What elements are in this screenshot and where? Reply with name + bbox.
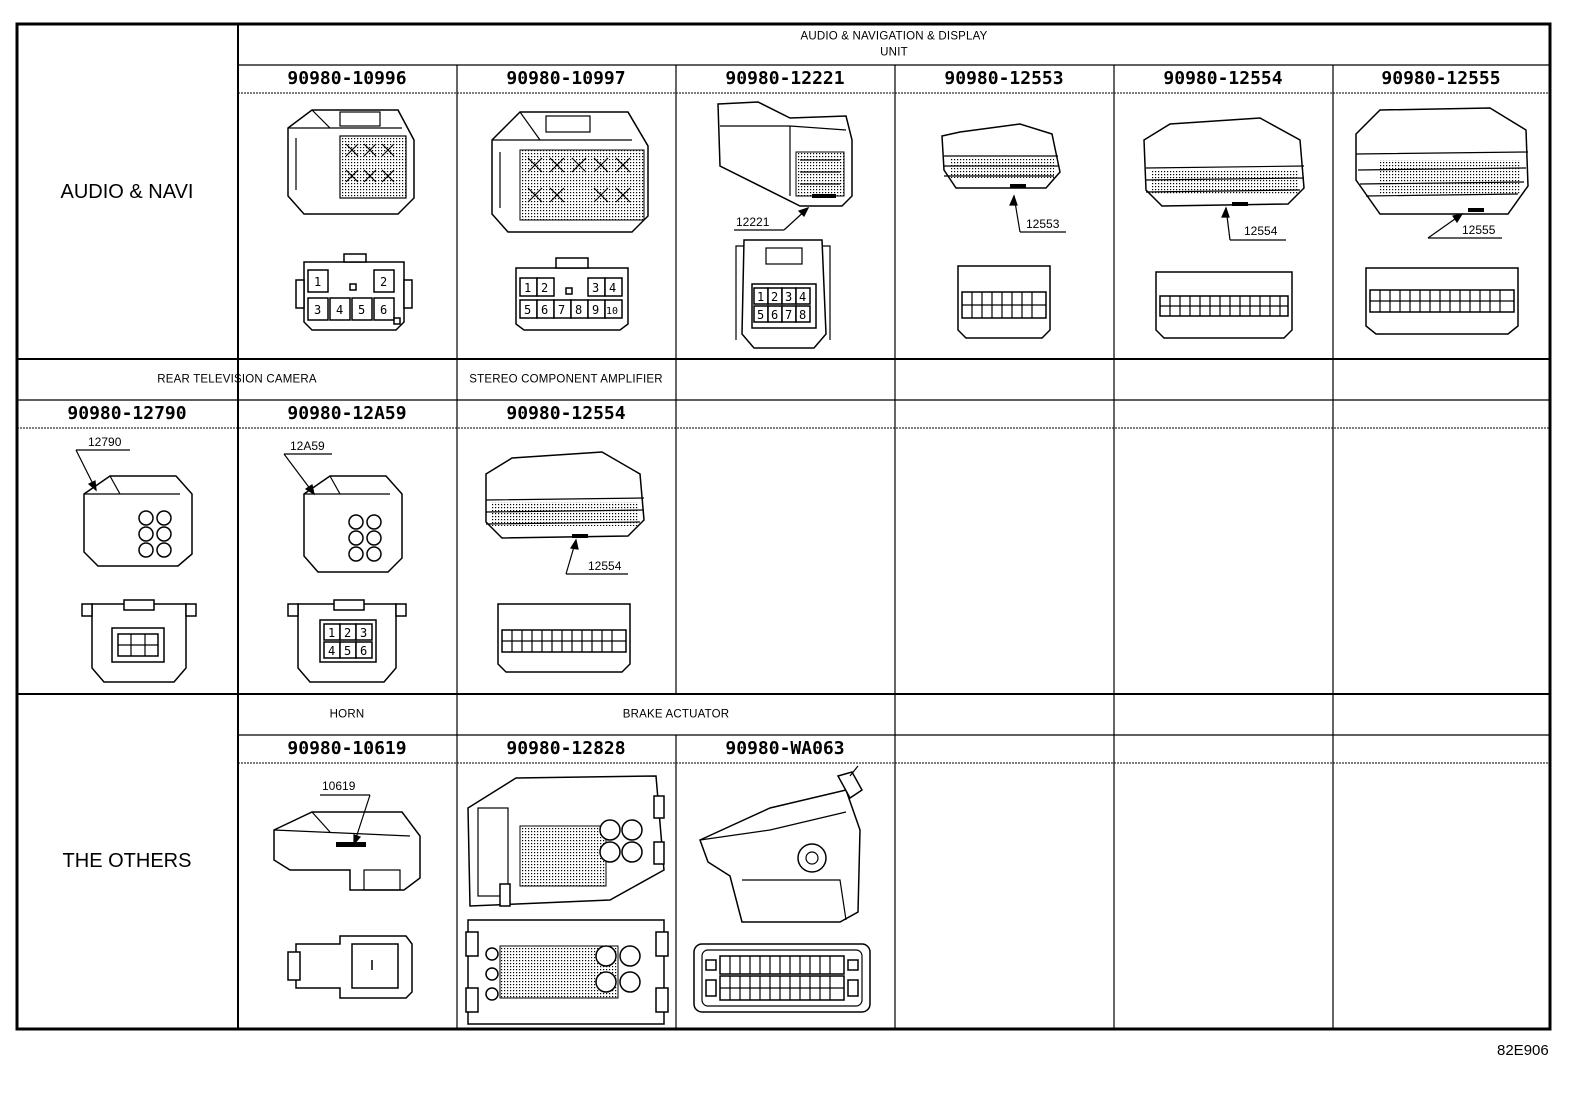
connector-12a59-face: 1 2 3 4 5 6 [287, 599, 407, 683]
section-label-the-others: THE OTHERS [62, 850, 192, 872]
pin-label: 7 [558, 303, 565, 317]
callout-label: 12554 [1244, 224, 1278, 238]
connector-12554-amp-face [497, 603, 631, 673]
callout-12554-leader [1221, 206, 1286, 241]
part-number: 90980-12790 [67, 403, 187, 424]
pin-label: 1 [328, 626, 335, 640]
pin-label: 6 [771, 308, 778, 322]
part-number: 90980-12A59 [287, 403, 407, 424]
pin-label: 5 [358, 303, 365, 317]
pin-label: 10 [606, 306, 618, 317]
callout-12554b-leader [565, 538, 628, 575]
connector-12828-face [465, 919, 669, 1025]
pin-label: 8 [575, 303, 582, 317]
figure-code: 82E906 [1497, 1042, 1549, 1059]
connector-10619-face [287, 935, 413, 999]
callout-label: 12554 [588, 559, 622, 573]
connector-12553 [941, 123, 1061, 189]
part-number: 90980-WA063 [725, 738, 845, 759]
connector-wa063 [699, 765, 863, 923]
header-brake-actuator: BRAKE ACTUATOR [622, 708, 730, 721]
connector-10996-face: 1 2 3 4 5 6 [295, 253, 413, 331]
header-horn: HORN [329, 708, 365, 721]
connector-10997 [491, 111, 649, 233]
connector-12554-amp [485, 451, 645, 539]
connector-12a59 [303, 475, 403, 573]
part-number: 90980-10619 [287, 738, 407, 759]
pin-label: 2 [380, 275, 387, 289]
callout-label: 12790 [88, 435, 122, 449]
callout-label: 12A59 [290, 439, 325, 453]
connector-12554-face [1155, 271, 1293, 339]
callout-label: 12555 [1462, 223, 1496, 237]
connector-12790 [83, 475, 193, 567]
callout-label: 10619 [322, 779, 356, 793]
pin-label: 2 [541, 281, 548, 295]
pin-label: 2 [344, 626, 351, 640]
callout-12555-leader [1427, 213, 1502, 239]
part-number: 90980-12221 [725, 68, 845, 89]
callout-12a59-leader [283, 453, 332, 496]
connector-10619 [273, 811, 421, 891]
pin-label: 9 [592, 303, 599, 317]
pin-label: 7 [785, 308, 792, 322]
connector-10996 [287, 109, 415, 215]
connector-12554 [1143, 117, 1305, 207]
section-label-audio-navi: AUDIO & NAVI [60, 181, 194, 203]
pin-label: 5 [757, 308, 764, 322]
pin-label: 6 [541, 303, 548, 317]
pin-label: 3 [314, 303, 321, 317]
part-number: 90980-10997 [506, 68, 626, 89]
part-number: 90980-10996 [287, 68, 407, 89]
pin-label: 3 [360, 626, 367, 640]
connector-12221 [717, 101, 853, 207]
pin-label: 2 [771, 290, 778, 304]
part-number: 90980-12554 [1163, 68, 1283, 89]
pin-label: 8 [799, 308, 806, 322]
pin-label: 4 [609, 281, 616, 295]
header-rear-television-camera: REAR TELEVISION CAMERA [157, 373, 317, 386]
connector-10997-face: 1 2 3 4 5 6 7 8 9 10 [515, 257, 629, 331]
pin-label: 3 [785, 290, 792, 304]
pin-label: 6 [360, 644, 367, 658]
header-unit: UNIT [880, 46, 908, 59]
pin-label: 3 [592, 281, 599, 295]
pin-label: 4 [336, 303, 343, 317]
callout-12790-leader [75, 449, 130, 492]
pin-label: 5 [524, 303, 531, 317]
connector-12828 [467, 775, 665, 907]
pin-label: 1 [757, 290, 764, 304]
pin-label: 1 [314, 275, 321, 289]
callout-label: 12553 [1026, 217, 1060, 231]
pin-label: 1 [524, 281, 531, 295]
part-number: 90980-12555 [1381, 68, 1501, 89]
header-audio-nav-display: AUDIO & NAVIGATION & DISPLAY [800, 30, 988, 43]
pin-label: 4 [799, 290, 806, 304]
part-number: 90980-12828 [506, 738, 626, 759]
pin-label: 6 [380, 303, 387, 317]
callout-12221-leader [734, 206, 810, 231]
part-number: 90980-12554 [506, 403, 626, 424]
header-stereo-component-amplifier: STEREO COMPONENT AMPLIFIER [469, 373, 663, 386]
connector-12555 [1355, 107, 1529, 215]
callout-12553-leader [1009, 194, 1066, 233]
grid-lines [15, 22, 1552, 1031]
pin-label: 4 [328, 644, 335, 658]
connector-wa063-face [693, 943, 871, 1013]
part-number: 90980-12553 [944, 68, 1064, 89]
connector-12555-face [1365, 267, 1519, 335]
callout-label: 12221 [736, 215, 770, 229]
connector-12790-face [81, 599, 197, 683]
callout-10619-leader [320, 794, 371, 846]
connector-12221-face: 1 2 3 4 5 6 7 8 [735, 239, 831, 349]
pin-label: 5 [344, 644, 351, 658]
connector-12553-face [957, 265, 1051, 339]
